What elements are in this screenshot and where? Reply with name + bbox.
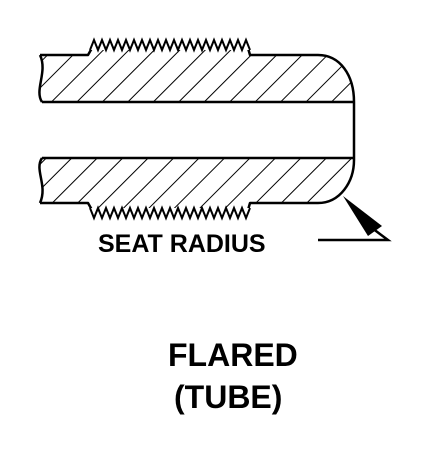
- tube-bore: [38, 102, 355, 158]
- tube-outline: [40, 46, 356, 212]
- title-line-2: (TUBE): [174, 379, 282, 415]
- thread-teeth: [89, 37, 251, 53]
- callout-arrowhead: [343, 196, 382, 236]
- callout-leader: [318, 227, 392, 242]
- title-line-1: FLARED: [168, 337, 298, 373]
- thread-teeth: [89, 205, 251, 221]
- break-line-top: [38, 54, 44, 103]
- thread-bottom: [89, 205, 251, 221]
- thread-top: [89, 37, 251, 53]
- callout-label: SEAT RADIUS: [98, 230, 266, 258]
- break-line-bottom: [38, 157, 44, 204]
